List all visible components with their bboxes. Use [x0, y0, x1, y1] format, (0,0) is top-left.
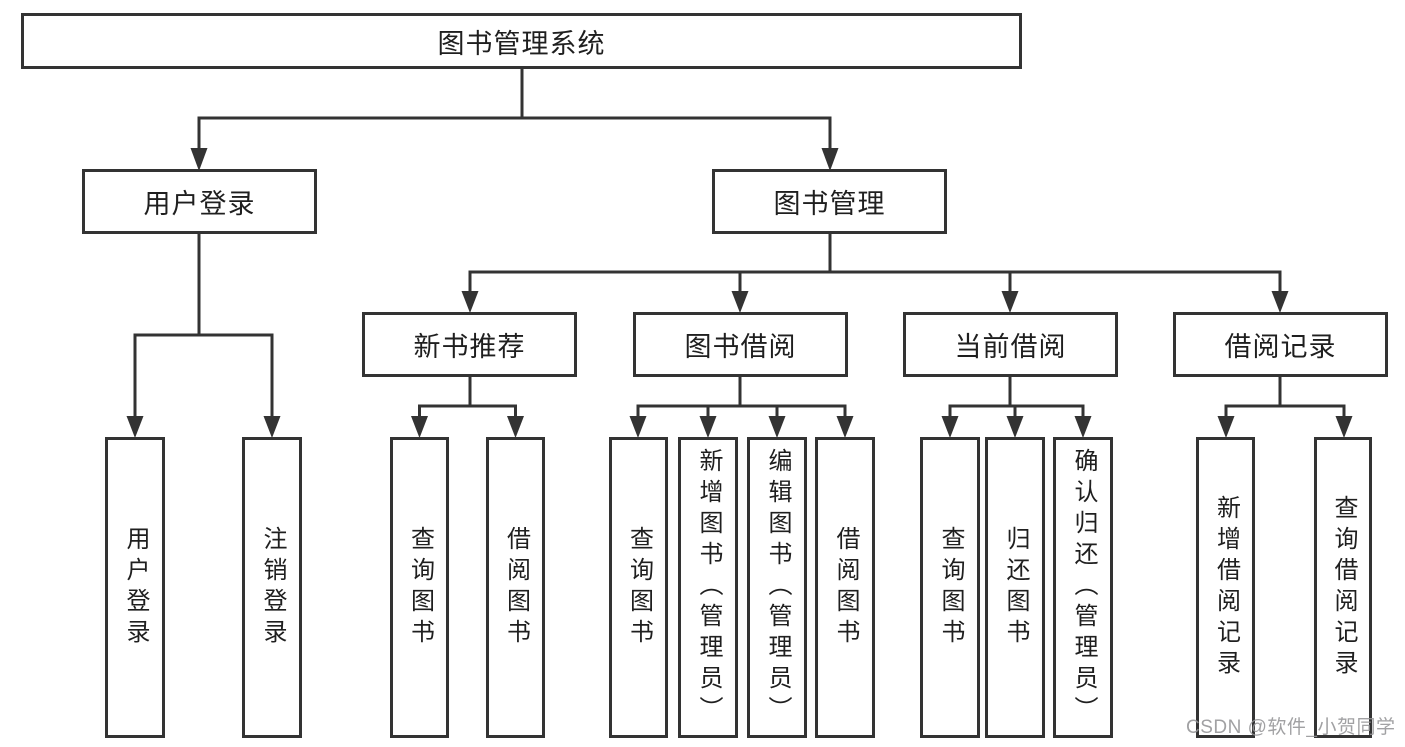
leaf-borrow-books-recommend: 借阅图书 — [486, 437, 545, 738]
arrowhead-icon — [1335, 416, 1353, 438]
arrowhead-icon — [1271, 291, 1289, 313]
arrowhead-icon — [836, 416, 854, 438]
node-book-borrow: 图书借阅 — [633, 312, 848, 377]
node-book-management: 图书管理 — [712, 169, 947, 234]
arrowhead-icon — [731, 291, 749, 313]
leaf-add-borrow-record: 新增借阅记录 — [1196, 437, 1255, 738]
leaf-query-borrow-record: 查询借阅记录 — [1314, 437, 1372, 738]
arrowhead-icon — [263, 416, 281, 438]
node-current-borrow: 当前借阅 — [903, 312, 1118, 377]
node-library-system: 图书管理系统 — [21, 13, 1022, 69]
leaf-user-login: 用户登录 — [105, 437, 165, 738]
arrowhead-icon — [768, 416, 786, 438]
arrowhead-icon — [411, 416, 428, 438]
leaf-logout-login: 注销登录 — [242, 437, 302, 738]
leaf-confirm-return-admin: 确认归还（管理员） — [1053, 437, 1113, 738]
watermark: CSDN @软件_小贺同学 — [1186, 717, 1396, 738]
leaf-query-books-current: 查询图书 — [920, 437, 980, 738]
arrowhead-icon — [507, 416, 524, 438]
arrowhead-icon — [1217, 416, 1235, 438]
leaf-query-books-recommend: 查询图书 — [390, 437, 449, 738]
leaf-edit-book-admin: 编辑图书（管理员） — [747, 437, 807, 738]
arrowhead-icon — [1074, 416, 1092, 438]
arrowhead-icon — [126, 416, 144, 438]
arrowhead-icon — [699, 416, 717, 438]
arrowhead-icon — [629, 416, 647, 438]
node-borrow-records: 借阅记录 — [1173, 312, 1388, 377]
leaf-borrow-books: 借阅图书 — [815, 437, 875, 738]
leaf-query-books-borrow: 查询图书 — [609, 437, 668, 738]
arrowhead-icon — [1001, 291, 1019, 313]
node-user-login: 用户登录 — [82, 169, 317, 234]
arrowhead-icon — [190, 148, 208, 171]
arrowhead-icon — [941, 416, 959, 438]
leaf-add-book-admin: 新增图书（管理员） — [678, 437, 738, 738]
connector-paths — [133, 68, 1346, 416]
arrowhead-icon — [461, 291, 479, 313]
arrowhead-icon — [1006, 416, 1024, 438]
leaf-return-book: 归还图书 — [985, 437, 1045, 738]
node-new-book-recommend: 新书推荐 — [362, 312, 577, 377]
arrowhead-icon — [821, 148, 839, 171]
